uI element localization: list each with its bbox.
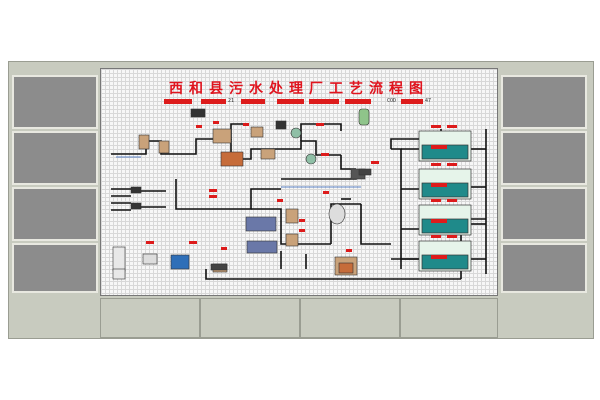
right-display-panel-1[interactable] — [501, 75, 587, 129]
status-bar-6 — [345, 99, 371, 104]
bottom-cell-3 — [300, 298, 400, 338]
status-bar-2 — [201, 99, 226, 104]
bottom-cell-4 — [400, 298, 498, 338]
status-bar-5 — [309, 99, 339, 104]
status-bar-4 — [277, 99, 304, 104]
left-display-panel-4[interactable] — [12, 243, 98, 293]
status-bar-1 — [164, 99, 192, 104]
process-diagram — [111, 108, 487, 280]
left-display-panel-3[interactable] — [12, 187, 98, 241]
indicator-label-a: 21 — [228, 98, 235, 104]
bottom-cell-1 — [100, 298, 200, 338]
process-flow-board: 西和县污水处理厂工艺流程图 21 COD 47 — [100, 68, 498, 296]
left-display-panel-1[interactable] — [12, 75, 98, 129]
right-display-panel-2[interactable] — [501, 131, 587, 185]
right-display-panel-3[interactable] — [501, 187, 587, 241]
right-display-panel-4[interactable] — [501, 243, 587, 293]
indicator-label-b: COD — [387, 98, 397, 104]
bottom-cell-2 — [200, 298, 300, 338]
status-bar-7 — [401, 99, 423, 104]
left-display-panel-2[interactable] — [12, 131, 98, 185]
indicator-label-c: 47 — [425, 98, 432, 104]
status-bar-3 — [241, 99, 265, 104]
page-title: 西和县污水处理厂工艺流程图 — [169, 81, 429, 97]
